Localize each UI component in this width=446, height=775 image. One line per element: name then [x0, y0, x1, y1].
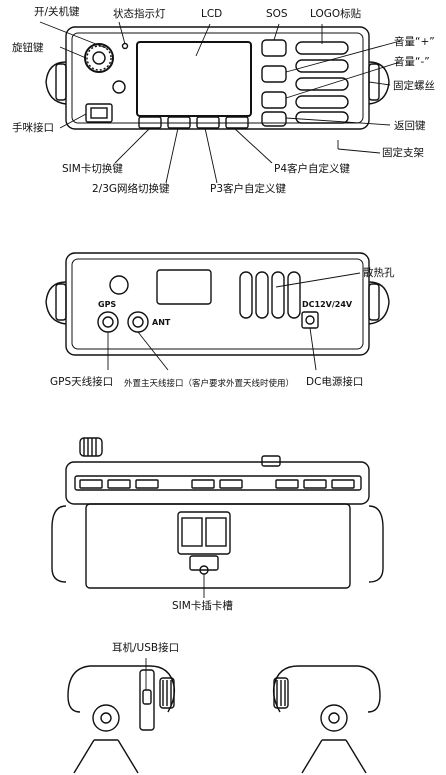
label-p4-key: P4客户自定义键	[274, 163, 351, 175]
label-logo-sticker: LOGO标贴	[310, 8, 362, 20]
side-view-left	[67, 665, 176, 774]
rear-leader-lines	[107, 272, 361, 371]
label-vents: 散热孔	[363, 267, 395, 279]
label-earphone-usb-port: 耳机/USB接口	[112, 642, 180, 654]
bottom-view-drawing	[51, 437, 384, 589]
label-volume-down: 音量“-”	[394, 56, 430, 68]
label-sim-switch-key: SIM卡切换键	[62, 163, 123, 175]
label-gps-antenna-port: GPS天线接口	[50, 376, 114, 388]
label-fixing-bracket: 固定支架	[382, 147, 424, 159]
label-volume-up: 音量“+”	[394, 36, 435, 48]
panel-text-gps: GPS	[98, 300, 117, 309]
label-dc-power-port: DC电源接口	[306, 376, 364, 388]
label-status-led: 状态指示灯	[113, 8, 166, 20]
label-knob-key: 旋钮键	[12, 42, 44, 54]
label-sim-slot: SIM卡插卡槽	[172, 600, 233, 612]
label-fixing-screw: 固定螺丝	[393, 80, 435, 92]
side-view-right	[272, 665, 381, 774]
label-external-antenna-port: 外置主天线接口（客户要求外置天线时使用）	[124, 379, 295, 389]
label-sos: SOS	[266, 8, 288, 20]
panel-text-ant: ANT	[152, 318, 171, 327]
label-return-key: 返回键	[394, 120, 426, 132]
rear-panel-drawing	[45, 252, 390, 356]
panel-text-dc-rating: DC12V/24V	[302, 300, 353, 309]
label-lcd: LCD	[201, 8, 223, 20]
label-power-key: 开/关机键	[34, 6, 80, 18]
label-network-switch-key: 2/3G网络切换键	[92, 183, 170, 195]
front-leader-lines	[39, 21, 401, 184]
front-panel-drawing	[45, 26, 390, 130]
label-p3-key: P3客户自定义键	[210, 183, 287, 195]
label-mic-port: 手咪接口	[12, 122, 54, 134]
